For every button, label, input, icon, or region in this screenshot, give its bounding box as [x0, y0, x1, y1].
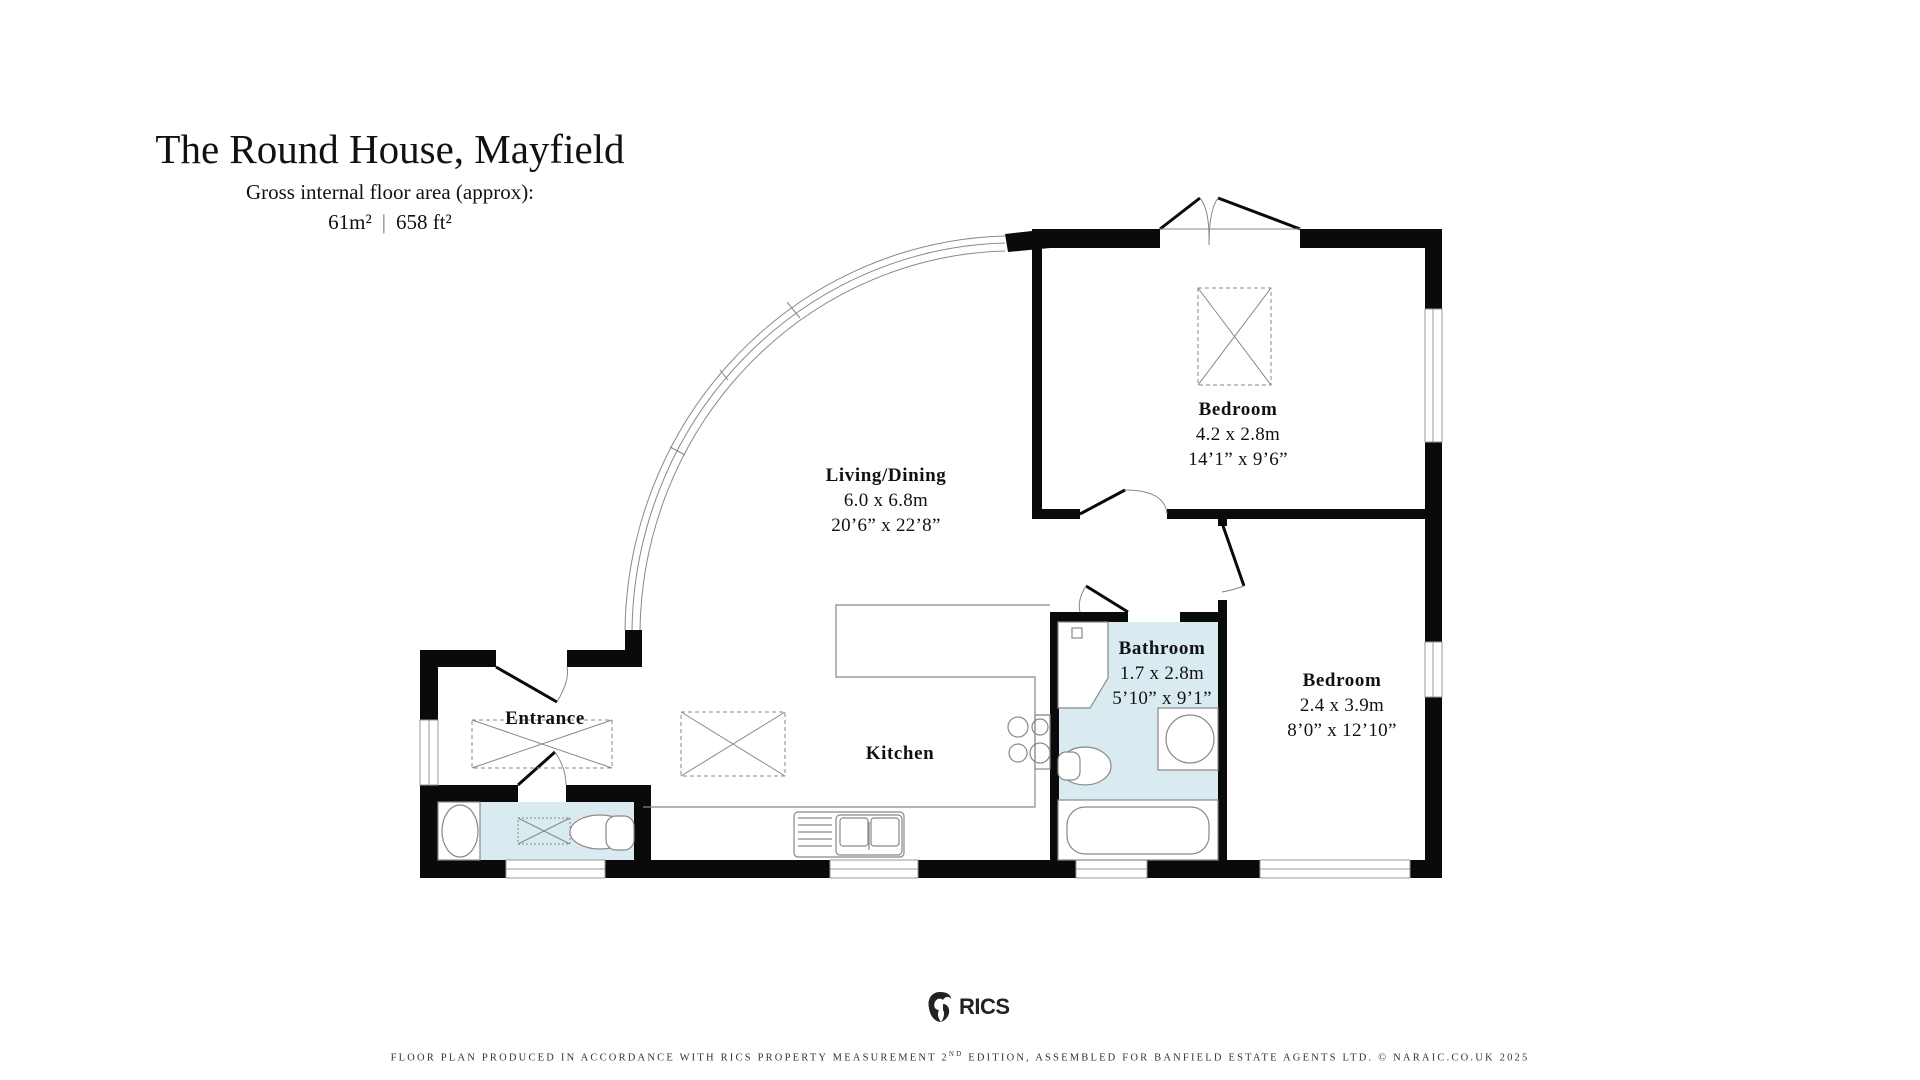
area-metric: 61m²: [328, 210, 372, 234]
property-title: The Round House, Mayfield: [155, 126, 625, 172]
room-dimensions-imperial: 5’10” x 9’1”: [1112, 688, 1212, 709]
room-name: Kitchen: [865, 743, 935, 764]
doors: [495, 196, 1301, 787]
rics-lion-icon: [928, 992, 951, 1022]
curved-wall-mullions: [669, 301, 801, 456]
title-block: The Round House, Mayfield Gross internal…: [130, 125, 650, 237]
room-name: Entrance: [505, 708, 585, 729]
room-name: Bedroom: [1198, 399, 1278, 420]
room-name: Bedroom: [1302, 670, 1382, 691]
wc-fixtures: [437, 801, 635, 861]
room-label-bedroom-1: Bedroom 4.2 x 2.8m 14’1” x 9’6”: [1188, 397, 1288, 472]
walls: [420, 229, 1442, 878]
footer-disclaimer: FLOOR PLAN PRODUCED IN ACCORDANCE WITH R…: [0, 1050, 1920, 1064]
room-label-kitchen: Kitchen: [866, 741, 935, 766]
room-dimensions-imperial: 20’6” x 22’8”: [831, 515, 941, 536]
room-dimensions-metric: 4.2 x 2.8m: [1195, 424, 1281, 445]
footer-text-before: FLOOR PLAN PRODUCED IN ACCORDANCE WITH R…: [390, 1052, 949, 1064]
curved-glazed-wall: [624, 235, 1006, 631]
footer-superscript: ND: [948, 1050, 964, 1058]
room-dimensions-metric: 6.0 x 6.8m: [843, 490, 929, 511]
door-swings: [554, 197, 1300, 786]
area-imperial: 658 ft²: [395, 210, 452, 234]
room-name: Bathroom: [1118, 638, 1206, 659]
rics-logo-text: RICS: [959, 994, 1010, 1019]
skylights: [471, 287, 1272, 845]
floor-area-values: 61m² | 658 ft²: [130, 207, 650, 237]
room-label-entrance: Entrance: [505, 706, 585, 731]
rics-logo: RICS: [925, 990, 1010, 1024]
floor-area-caption: Gross internal floor area (approx):: [245, 180, 535, 204]
room-dimensions-imperial: 8’0” x 12’10”: [1287, 720, 1397, 741]
room-name: Living/Dining: [825, 465, 947, 486]
area-separator: |: [381, 210, 386, 234]
windows: [419, 308, 1443, 879]
room-dimensions-metric: 2.4 x 3.9m: [1299, 695, 1385, 716]
room-label-living-dining: Living/Dining 6.0 x 6.8m 20’6” x 22’8”: [826, 463, 947, 538]
room-label-bedroom-2: Bedroom 2.4 x 3.9m 8’0” x 12’10”: [1287, 668, 1396, 743]
room-dimensions-imperial: 14’1” x 9’6”: [1188, 449, 1288, 470]
bathroom-fixtures: [1057, 621, 1219, 861]
room-label-bathroom: Bathroom 1.7 x 2.8m 5’10” x 9’1”: [1112, 636, 1212, 711]
kitchen-units: [643, 604, 1051, 858]
footer-text-after: EDITION, ASSEMBLED FOR BANFIELD ESTATE A…: [963, 1052, 1530, 1064]
room-dimensions-metric: 1.7 x 2.8m: [1119, 663, 1205, 684]
